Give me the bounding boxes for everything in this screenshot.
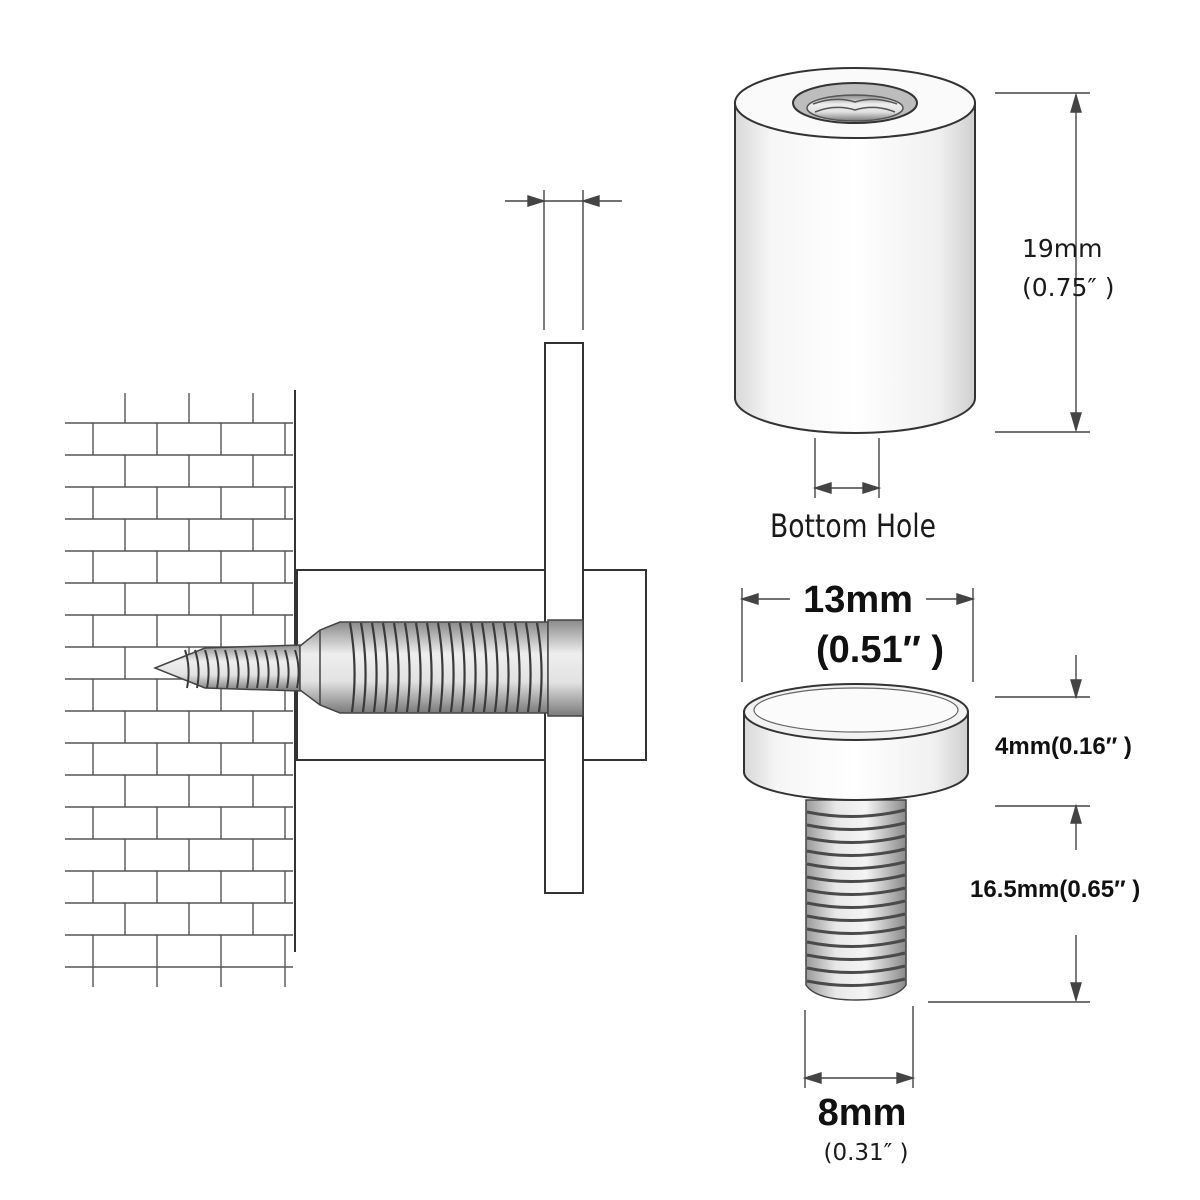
barrel-height-dimension <box>995 92 1090 433</box>
cap-head <box>743 683 969 801</box>
cap-thickness-dimension <box>995 655 1090 850</box>
bottom-hole-dimension <box>812 438 882 498</box>
cap-screw <box>805 799 907 1001</box>
cap-diameter-in: (0.51″ ) <box>816 629 944 671</box>
standoff-cap <box>582 569 647 761</box>
barrel-height-mm: 19mm <box>1022 234 1103 263</box>
cap-diameter-dimension <box>739 588 976 682</box>
screw-length-label: 16.5mm(0.65″ ) <box>970 876 1140 903</box>
screw-diameter-dimension <box>802 1006 916 1088</box>
panel-thickness-dimension <box>505 190 622 330</box>
bottom-hole-label: Bottom Hole <box>770 507 936 545</box>
screw-diameter-in: (0.31″ ) <box>823 1140 908 1166</box>
glass-panel <box>544 342 584 894</box>
machine-screw <box>299 619 584 717</box>
screw-length-dimension <box>928 935 1090 1003</box>
cap-diameter-mm: 13mm <box>803 579 913 621</box>
side-view-assembly <box>296 342 647 894</box>
wood-screw <box>152 644 301 692</box>
barrel-part <box>734 67 976 434</box>
screw-diameter-mm: 8mm <box>818 1092 907 1134</box>
barrel-height-in: (0.75″ ) <box>1022 273 1114 302</box>
cap-thickness-label: 4mm(0.16″ ) <box>995 733 1132 760</box>
